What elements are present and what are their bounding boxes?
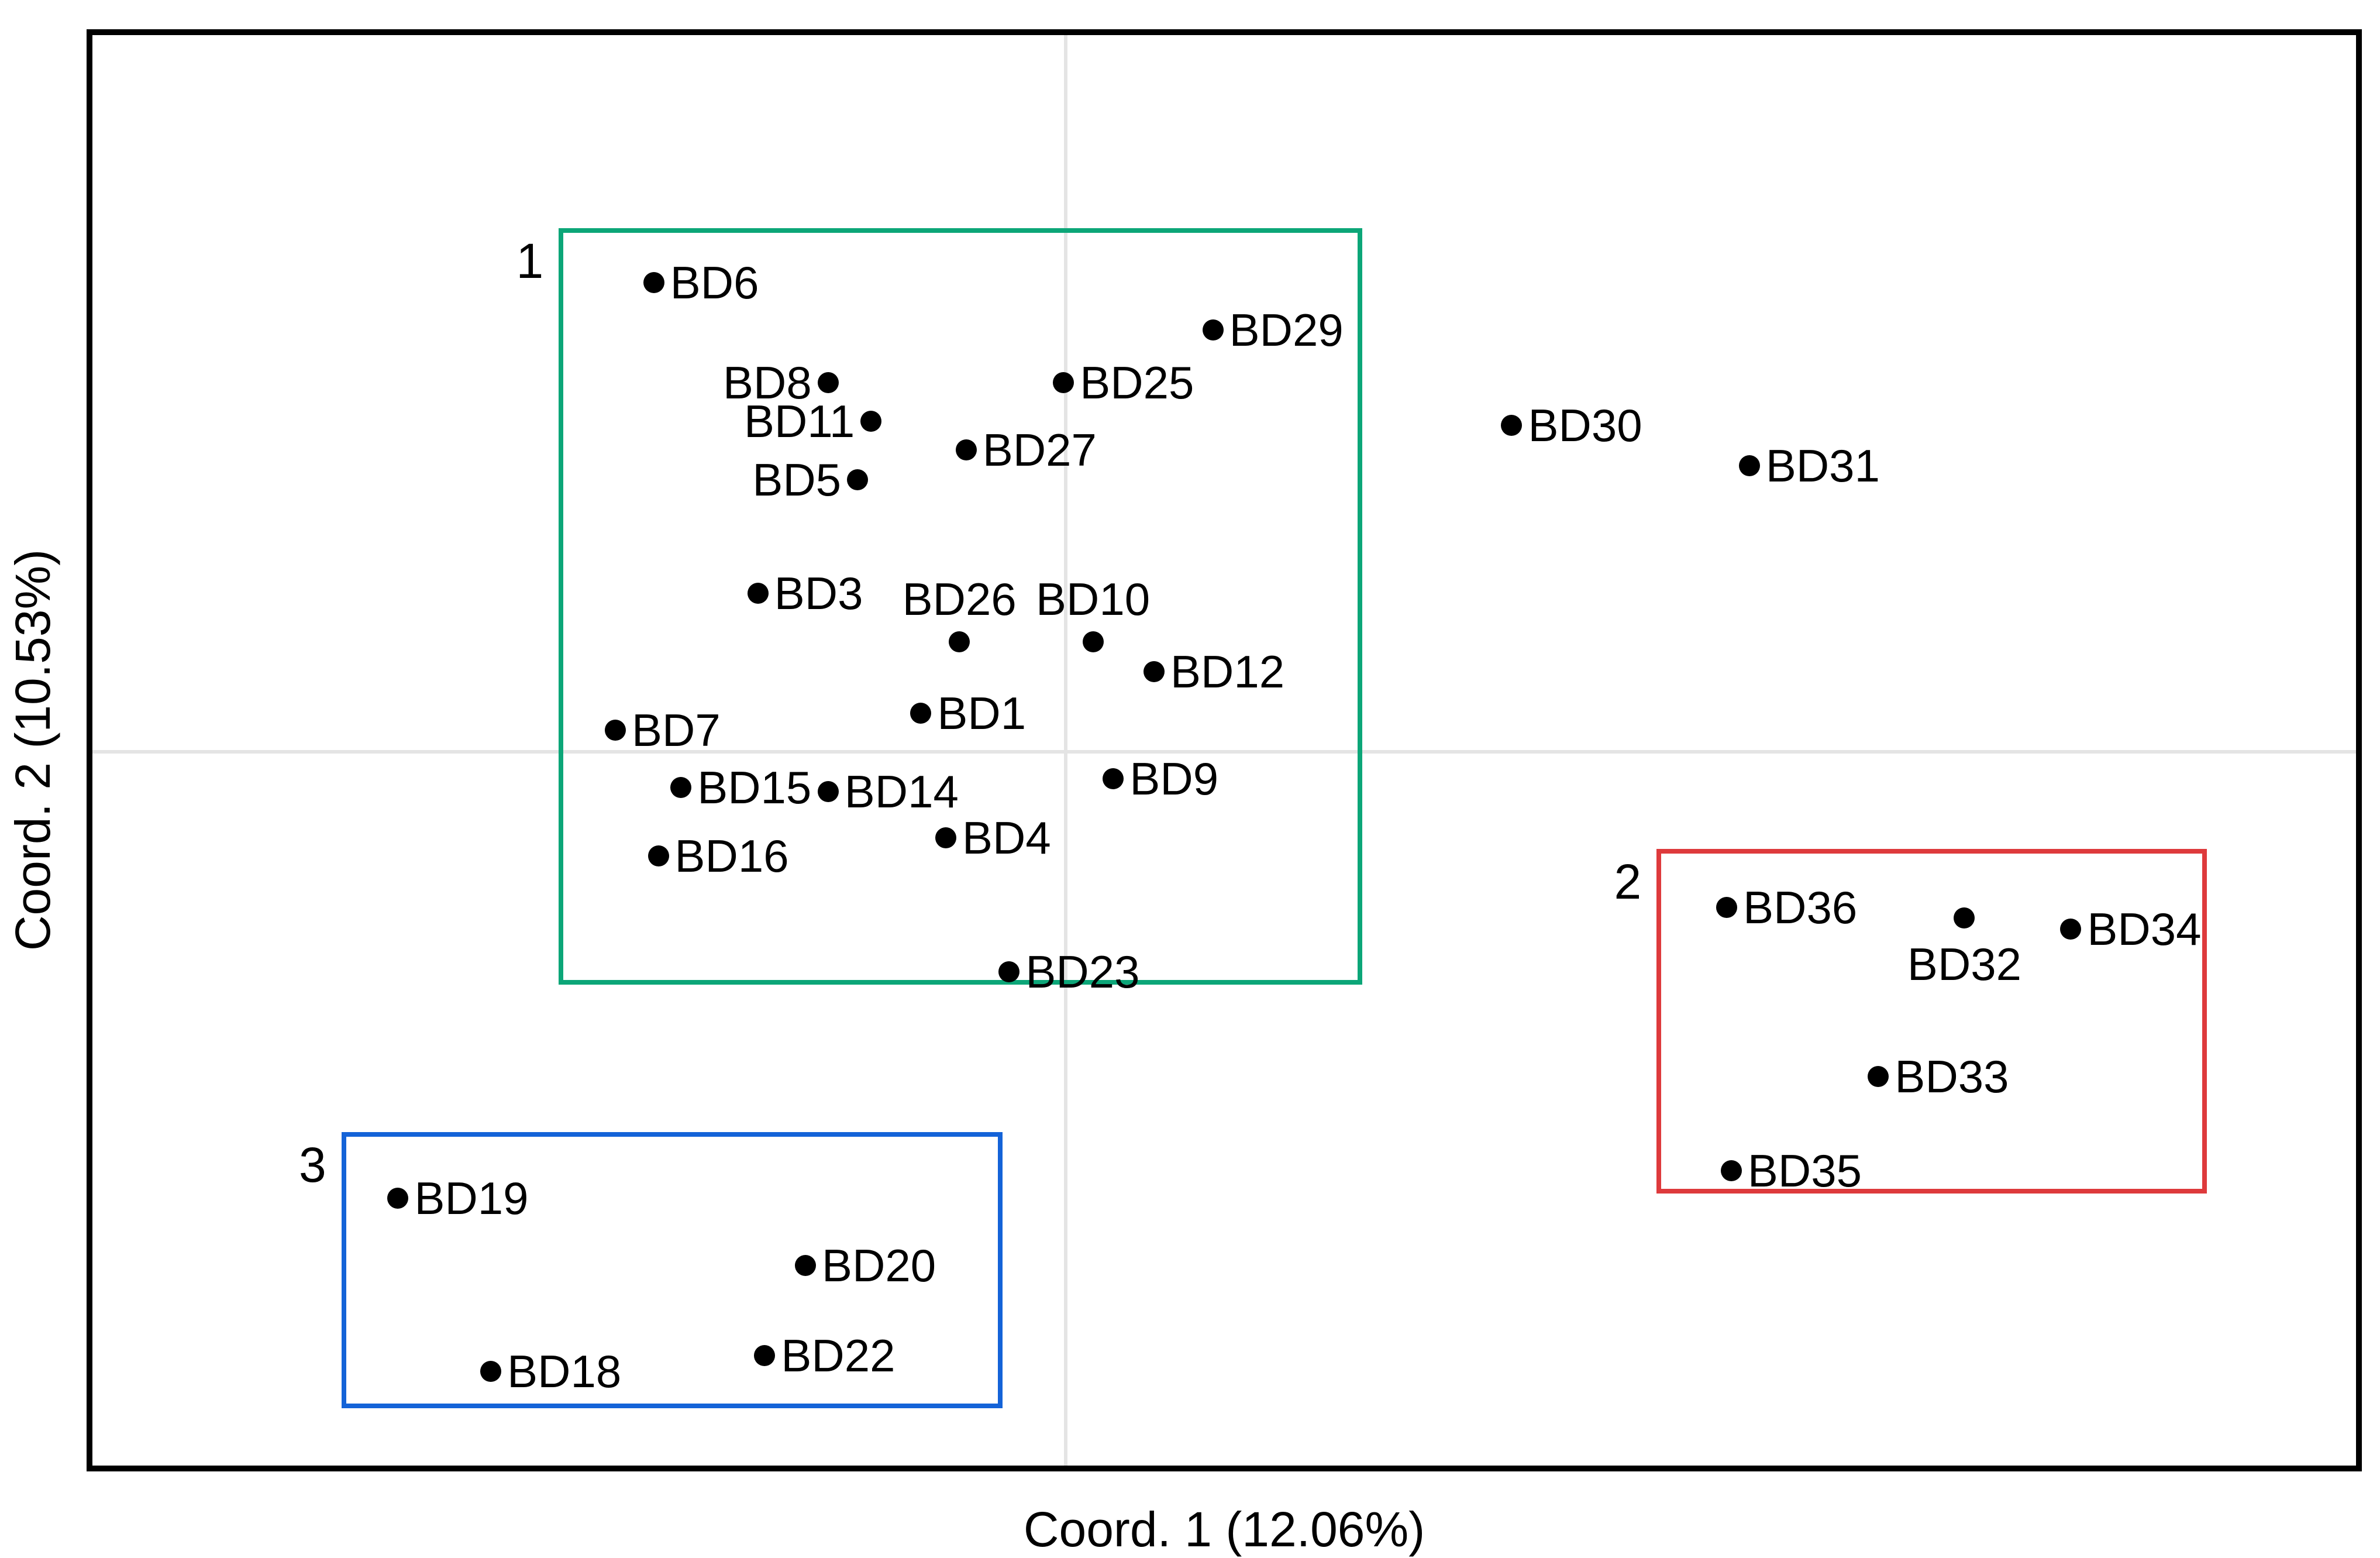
- point-marker-bd23: [998, 961, 1020, 983]
- point-marker-bd5: [847, 469, 869, 491]
- point-marker-bd14: [817, 781, 839, 803]
- point-marker-bd7: [604, 720, 626, 741]
- point-label-bd10: BD10: [1035, 573, 1151, 625]
- cluster-2-box: [1656, 849, 2207, 1194]
- point-marker-bd29: [1202, 319, 1224, 341]
- point-marker-bd35: [1720, 1160, 1742, 1182]
- point-marker-bd18: [480, 1360, 502, 1382]
- point-label-bd15: BD15: [697, 762, 812, 814]
- point-label-bd19: BD19: [414, 1172, 529, 1224]
- cluster-1-number-label: 1: [516, 233, 544, 289]
- point-marker-bd30: [1501, 415, 1523, 436]
- point-label-bd3: BD3: [774, 567, 863, 619]
- point-label-bd16: BD16: [674, 830, 789, 882]
- point-label-bd8: BD8: [723, 357, 812, 409]
- point-label-bd23: BD23: [1025, 946, 1140, 998]
- cluster-3-number-label: 3: [298, 1137, 326, 1193]
- point-marker-bd33: [1868, 1065, 1889, 1087]
- point-label-bd20: BD20: [822, 1239, 936, 1291]
- x-axis-label: Coord. 1 (12.06%): [1023, 1502, 1425, 1557]
- point-label-bd7: BD7: [631, 704, 721, 756]
- point-label-bd29: BD29: [1229, 304, 1344, 356]
- point-label-bd35: BD35: [1747, 1145, 1862, 1197]
- point-label-bd36: BD36: [1743, 882, 1858, 934]
- point-marker-bd3: [747, 582, 769, 604]
- point-marker-bd10: [1082, 631, 1104, 652]
- point-marker-bd9: [1103, 768, 1124, 790]
- point-label-bd30: BD30: [1528, 400, 1642, 452]
- point-marker-bd20: [795, 1254, 817, 1276]
- point-label-bd22: BD22: [781, 1329, 895, 1381]
- point-label-bd25: BD25: [1080, 357, 1194, 409]
- point-marker-bd12: [1143, 661, 1165, 683]
- point-label-bd31: BD31: [1765, 439, 1880, 491]
- point-label-bd6: BD6: [670, 256, 759, 308]
- point-label-bd9: BD9: [1129, 753, 1219, 805]
- point-label-bd5: BD5: [752, 454, 842, 506]
- point-marker-bd26: [949, 631, 970, 652]
- point-marker-bd22: [754, 1344, 776, 1366]
- point-marker-bd8: [817, 372, 839, 394]
- point-marker-bd36: [1716, 897, 1738, 919]
- point-label-bd4: BD4: [962, 811, 1051, 864]
- point-marker-bd27: [955, 439, 977, 461]
- point-marker-bd25: [1053, 372, 1074, 394]
- point-label-bd34: BD34: [2087, 903, 2202, 955]
- point-label-bd27: BD27: [982, 424, 1097, 476]
- cluster-2-number-label: 2: [1614, 854, 1642, 910]
- y-axis-label: Coord. 2 (10.53%): [5, 549, 60, 951]
- point-marker-bd34: [2060, 919, 2082, 940]
- point-label-bd12: BD12: [1170, 646, 1285, 698]
- cluster-3-box: [341, 1132, 1003, 1409]
- point-label-bd26: BD26: [902, 573, 1017, 625]
- point-marker-bd32: [1954, 907, 1975, 928]
- point-marker-bd31: [1738, 455, 1760, 476]
- point-marker-bd11: [860, 411, 882, 432]
- point-marker-bd16: [647, 845, 669, 867]
- cluster-1-box: [559, 228, 1363, 985]
- point-marker-bd19: [387, 1187, 409, 1209]
- point-label-bd33: BD33: [1895, 1050, 2009, 1102]
- point-marker-bd6: [643, 271, 664, 293]
- point-label-bd18: BD18: [507, 1345, 622, 1397]
- point-marker-bd1: [910, 702, 932, 724]
- point-marker-bd4: [935, 827, 956, 848]
- point-marker-bd15: [670, 777, 692, 799]
- horizontal-gridline: [92, 749, 2356, 754]
- point-label-bd1: BD1: [937, 687, 1027, 739]
- point-label-bd11: BD11: [743, 395, 855, 448]
- point-label-bd32: BD32: [1907, 938, 2022, 990]
- point-label-bd14: BD14: [844, 766, 959, 818]
